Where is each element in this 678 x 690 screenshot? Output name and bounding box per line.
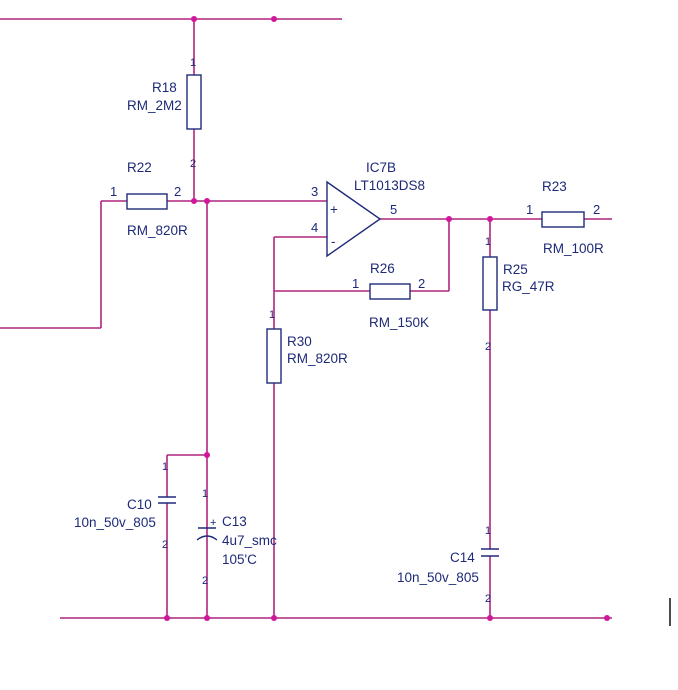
c13-pin2: 2	[202, 575, 208, 587]
resistor-r22: R22 RM_820R 1 2	[110, 160, 188, 238]
wires	[0, 18, 612, 619]
capacitor-c10: C10 10n_50v_805 1 2	[74, 461, 176, 551]
r23-pin1: 1	[526, 202, 533, 217]
junction-dot	[271, 615, 277, 621]
opamp-ref: IC7B	[366, 160, 396, 175]
opamp-pin-minus: 4	[311, 220, 318, 235]
opamp-plus-sign: +	[330, 202, 338, 217]
r23-pin2: 2	[593, 202, 600, 217]
junction-dot	[271, 16, 277, 22]
r18-body	[186, 74, 202, 130]
c14-pin2: 2	[485, 593, 491, 605]
r26-pin2: 2	[418, 276, 425, 291]
r25-ref: R25	[503, 262, 528, 277]
r23-value: RM_100R	[543, 241, 604, 256]
resistor-r30: R30 RM_820R 1	[266, 309, 348, 384]
resistor-r23: R23 RM_100R 1 2	[526, 179, 604, 256]
r26-body	[369, 283, 411, 300]
junction-dot	[204, 452, 210, 458]
r22-value: RM_820R	[127, 223, 188, 238]
r25-value: RG_47R	[502, 279, 555, 294]
c13-plus-sign: +	[210, 517, 216, 529]
r30-ref: R30	[287, 334, 312, 349]
c10-pin1: 1	[162, 461, 168, 473]
r26-pin1: 1	[352, 276, 359, 291]
r30-value: RM_820R	[287, 351, 348, 366]
r25-body	[482, 256, 498, 311]
r30-body	[266, 328, 282, 384]
r18-value: RM_2M2	[127, 98, 182, 113]
r30-pin1: 1	[269, 309, 275, 321]
c14-value: 10n_50v_805	[397, 570, 479, 585]
resistor-r18: R18 RM_2M2 1 2	[127, 57, 202, 170]
junction-dot	[604, 615, 610, 621]
r23-ref: R23	[542, 179, 567, 194]
r22-body	[126, 193, 168, 210]
c10-value: 10n_50v_805	[74, 515, 156, 530]
resistor-r26: R26 RM_150K 1 2	[352, 261, 429, 330]
junctions	[164, 16, 610, 621]
c10-ref: C10	[127, 497, 152, 512]
opamp-minus-sign: -	[331, 234, 336, 249]
c13-temp: 105'C	[222, 552, 257, 567]
r18-pin1: 1	[190, 57, 196, 69]
r22-ref: R22	[127, 160, 152, 175]
r22-pin2: 2	[174, 184, 181, 199]
junction-dot	[191, 16, 197, 22]
r18-pin2: 2	[190, 158, 196, 170]
opamp-triangle	[326, 180, 382, 258]
junction-dot	[204, 198, 210, 204]
junction-dot	[446, 216, 452, 222]
c14-ref: C14	[450, 550, 475, 565]
r25-pin1: 1	[485, 236, 491, 248]
opamp-pin-plus: 3	[311, 184, 318, 199]
r18-ref: R18	[152, 80, 177, 95]
c13-ref: C13	[222, 514, 247, 529]
capacitor-c14: C14 10n_50v_805 1 2	[397, 525, 499, 605]
junction-dot	[164, 615, 170, 621]
r26-ref: R26	[370, 261, 395, 276]
r26-value: RM_150K	[369, 315, 429, 330]
c14-pin1: 1	[485, 525, 491, 537]
junction-dot	[487, 216, 493, 222]
resistor-r25: R25 RG_47R 1 2	[482, 236, 555, 353]
junction-dot	[191, 198, 197, 204]
c13-value: 4u7_smc	[222, 533, 277, 548]
opamp-pin-out: 5	[390, 202, 397, 217]
r22-pin1: 1	[110, 184, 117, 199]
r23-body	[541, 211, 585, 228]
opamp-ic7b: + - IC7B LT1013DS8 3 4 5	[311, 160, 425, 258]
c10-pin2: 2	[162, 539, 168, 551]
c13-pin1: 1	[202, 488, 208, 500]
c13-plate-curved	[196, 535, 218, 541]
opamp-value: LT1013DS8	[354, 178, 425, 193]
r25-pin2: 2	[485, 341, 491, 353]
junction-dot	[204, 615, 210, 621]
junction-dot	[487, 615, 493, 621]
capacitor-c13: + C13 4u7_smc 105'C 1 2	[196, 488, 277, 587]
